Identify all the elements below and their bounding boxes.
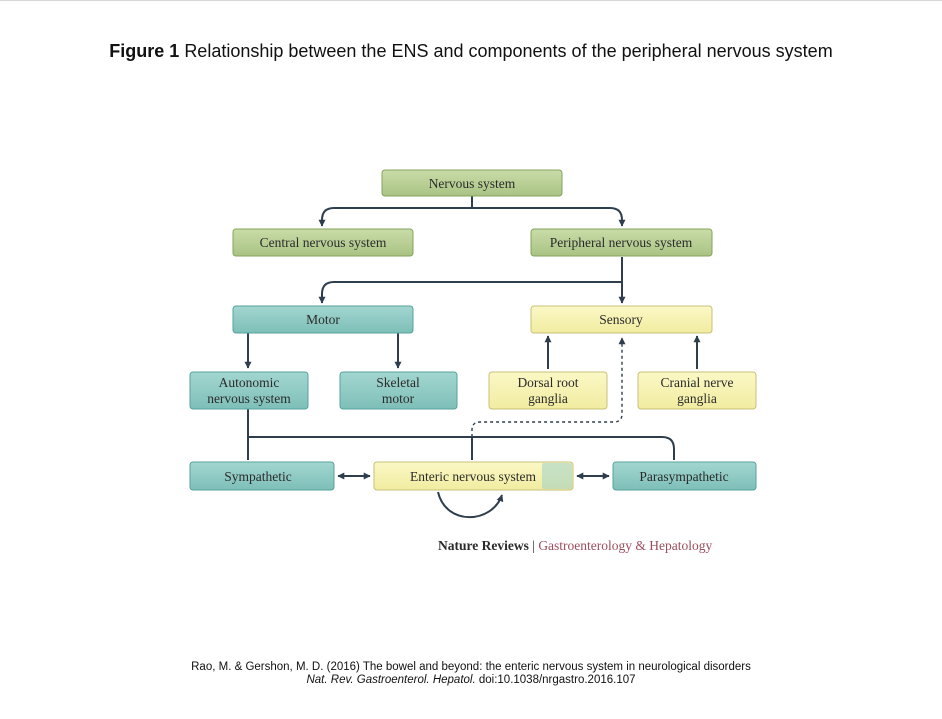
node-cns-label: Central nervous system	[260, 235, 387, 250]
source-credit: Nature Reviews | Gastroenterology & Hepa…	[438, 538, 712, 554]
node-enteric-label: Enteric nervous system	[410, 469, 536, 484]
node-sensory: Sensory	[530, 305, 713, 334]
node-sympathetic-label: Sympathetic	[224, 469, 292, 484]
node-dorsal-root-ganglia: Dorsal root ganglia	[488, 371, 608, 410]
connector-ns-to-cns	[318, 207, 472, 227]
node-nervous-system-label: Nervous system	[429, 176, 516, 191]
citation: Rao, M. & Gershon, M. D. (2016) The bowe…	[0, 661, 942, 687]
node-skeletal-label-line2: motor	[382, 391, 415, 406]
citation-line2: Nat. Rev. Gastroenterol. Hepatol. doi:10…	[0, 674, 942, 687]
node-motor: Motor	[232, 305, 414, 334]
figure-label: Figure 1	[109, 41, 180, 61]
node-sympathetic: Sympathetic	[189, 461, 335, 491]
figure-title-text: Relationship between the ENS and compone…	[184, 41, 833, 61]
node-autonomic-nervous-system: Autonomic nervous system	[189, 371, 309, 410]
node-parasympathetic-label: Parasympathetic	[639, 469, 728, 484]
connector-ns-to-pns	[472, 207, 626, 227]
citation-line1: Rao, M. & Gershon, M. D. (2016) The bowe…	[191, 661, 751, 673]
figure-title: Figure 1 Relationship between the ENS an…	[0, 41, 942, 62]
top-border	[0, 0, 942, 1]
node-enteric-nervous-system: Enteric nervous system	[373, 461, 574, 491]
node-motor-label: Motor	[306, 312, 340, 327]
node-parasympathetic: Parasympathetic	[612, 461, 757, 491]
connector-bus-horizontal	[248, 436, 675, 460]
node-autonomic-label-line2: nervous system	[207, 391, 291, 406]
node-cranial-label-line2: ganglia	[677, 391, 717, 406]
node-autonomic-label-line1: Autonomic	[219, 375, 280, 390]
node-skeletal-label-line1: Skeletal	[376, 375, 420, 390]
node-peripheral-nervous-system: Peripheral nervous system	[530, 228, 713, 257]
credit-separator: |	[532, 538, 535, 553]
node-dorsal-label-line1: Dorsal root	[517, 375, 578, 390]
node-dorsal-label-line2: ganglia	[528, 391, 568, 406]
connectors	[244, 196, 701, 518]
node-sensory-label: Sensory	[599, 312, 643, 327]
node-cranial-nerve-ganglia: Cranial nerve ganglia	[637, 371, 757, 410]
node-cranial-label-line1: Cranial nerve	[660, 375, 733, 390]
node-central-nervous-system: Central nervous system	[232, 228, 414, 257]
dashed-connector	[471, 337, 626, 437]
node-pns-label: Peripheral nervous system	[550, 235, 693, 250]
connector-enteric-self-loop	[437, 491, 504, 518]
connector-pns-to-motor	[318, 281, 622, 304]
citation-journal: Nat. Rev. Gastroenterol. Hepatol.	[306, 674, 476, 686]
citation-doi: doi:10.1038/nrgastro.2016.107	[478, 674, 636, 686]
credit-publisher: Nature Reviews	[438, 538, 529, 553]
node-nervous-system: Nervous system	[381, 169, 563, 197]
node-skeletal-motor: Skeletal motor	[339, 371, 458, 410]
credit-journal: Gastroenterology & Hepatology	[538, 538, 713, 553]
